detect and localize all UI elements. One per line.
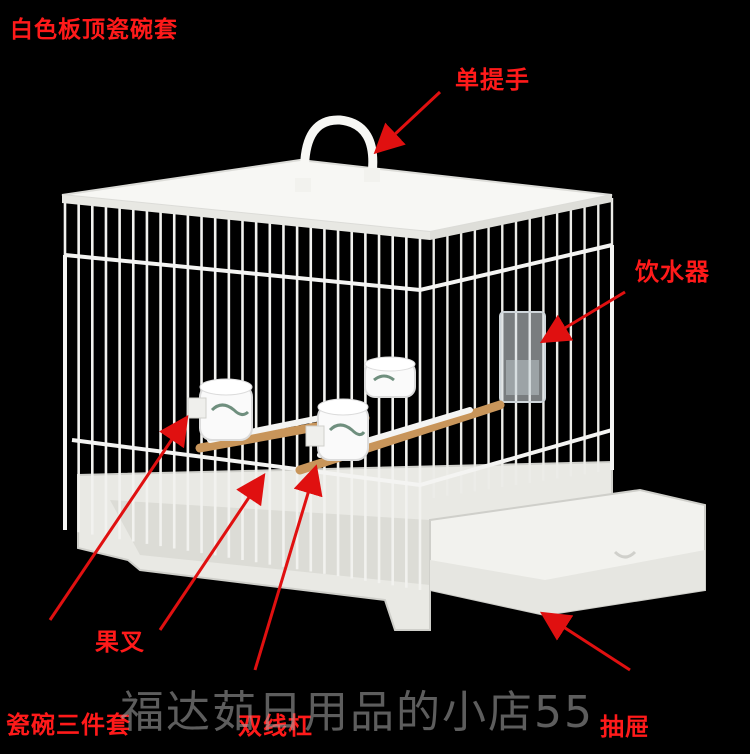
drawer (429, 488, 706, 617)
arrow-double-perch (253, 464, 323, 671)
arrow-bowl-set (48, 415, 189, 621)
callout-fruit-fork: 果叉 (95, 628, 145, 656)
shop-watermark: 福达茹日用品的小店55 (120, 687, 594, 738)
arrow-drawer (539, 611, 631, 672)
arrow-handle (373, 90, 442, 155)
water-feeder (499, 311, 546, 403)
top-plate (61, 158, 613, 240)
callout-arrows (48, 90, 631, 672)
callout-bowl-set: 瓷碗三件套 (6, 711, 131, 739)
callout-water-feeder: 饮水器 (635, 258, 710, 286)
callout-drawer: 抽屉 (600, 713, 650, 741)
callout-handle: 单提手 (455, 66, 530, 94)
arrow-fruit-fork (158, 473, 266, 631)
callout-double-perch: 双线杠 (238, 712, 313, 740)
bowl-right (364, 356, 416, 398)
bowl-middle (305, 398, 369, 461)
product-title: 白色板顶瓷碗套 (10, 17, 178, 43)
bowl-left (187, 378, 253, 441)
porcelain-bowl-set (187, 356, 416, 461)
cage-frame (63, 243, 614, 530)
arrow-water-feeder (539, 290, 626, 344)
carry-handle (295, 115, 380, 192)
